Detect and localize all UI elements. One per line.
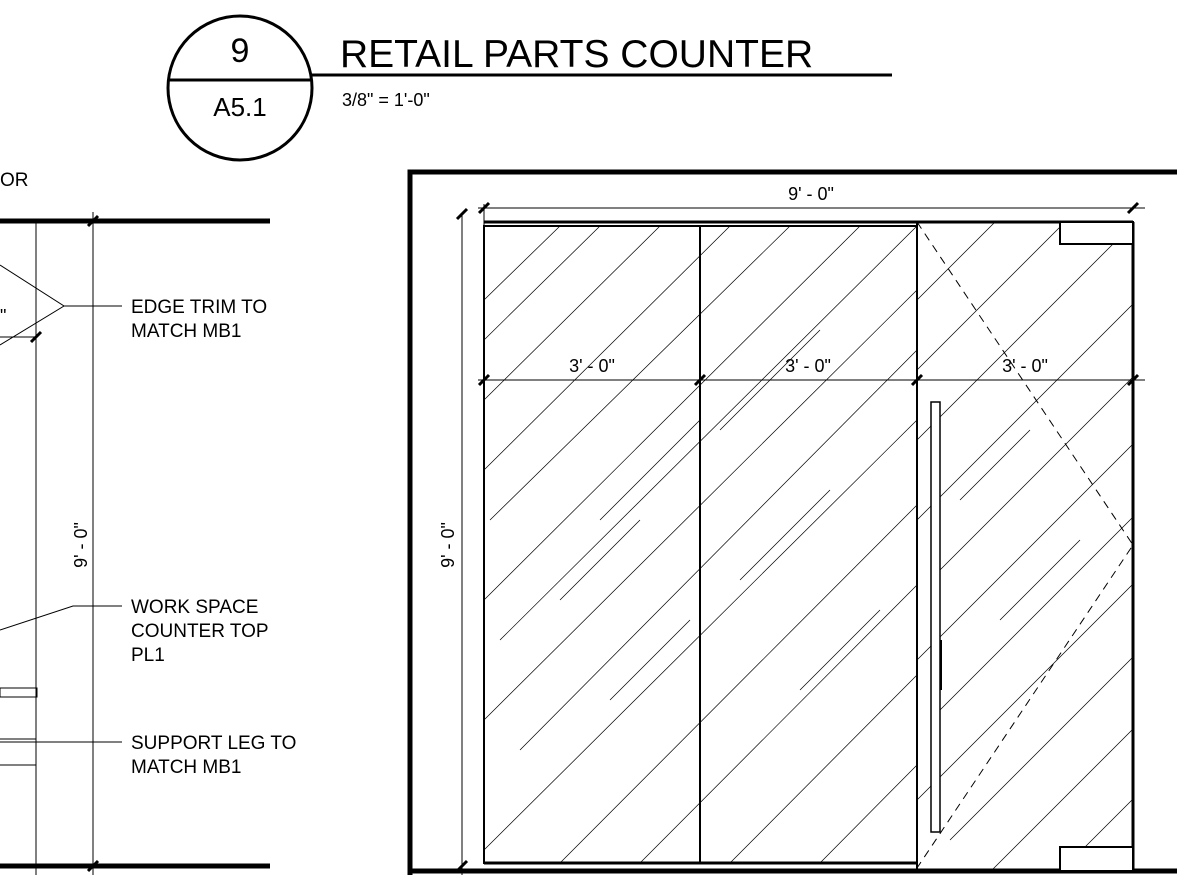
door-swing bbox=[916, 221, 1134, 869]
detail-number: 9 bbox=[231, 32, 250, 70]
counter-top bbox=[0, 687, 38, 698]
right-elevation-view: 9' - 0" 9' - 0" 3' - 0" 3' - 0" 3' - 0" bbox=[407, 169, 1177, 875]
callout-edge-trim-line-1: EDGE TRIM TO bbox=[131, 297, 267, 318]
glass-panel bbox=[699, 225, 918, 864]
cut-dimension: " bbox=[0, 306, 6, 326]
right-height-dimension: 9' - 0" bbox=[438, 522, 458, 568]
overall-width-dimension: 9' - 0" bbox=[788, 184, 834, 204]
left-height-dimension: 9' - 0" bbox=[71, 522, 91, 568]
callout-support-leg-line-2: MATCH MB1 bbox=[131, 757, 241, 778]
callout-support-leg-line-1: SUPPORT LEG TO bbox=[131, 733, 296, 754]
callout-work-space-line-1: WORK SPACE bbox=[131, 597, 258, 618]
opening-outline bbox=[407, 169, 1177, 875]
drawing-scale: 3/8" = 1'-0" bbox=[342, 90, 430, 110]
sheet-number: A5.1 bbox=[213, 92, 267, 122]
door-pull-handle bbox=[930, 401, 941, 833]
detail-bubble bbox=[166, 14, 314, 162]
top-patch-fitting bbox=[1059, 221, 1134, 245]
dimension-tick bbox=[455, 201, 1140, 873]
panel-width-dimension-1: 3' - 0" bbox=[569, 356, 615, 376]
callout-edge-trim-line-2: MATCH MB1 bbox=[131, 321, 241, 342]
panel-width-dimension-2: 3' - 0" bbox=[785, 356, 831, 376]
drawing-title: RETAIL PARTS COUNTER bbox=[340, 33, 813, 76]
callout-work-space-line-3: PL1 bbox=[131, 645, 165, 666]
glass-hatch bbox=[484, 226, 917, 863]
title-block: 9 A5.1 RETAIL PARTS COUNTER 3/8" = 1'-0" bbox=[166, 14, 892, 162]
callout-work-space-line-2: COUNTER TOP bbox=[131, 621, 269, 642]
edge-trim-leader bbox=[0, 264, 65, 346]
counter-top-leader bbox=[0, 605, 122, 631]
bottom-patch-fitting bbox=[1059, 846, 1134, 872]
left-section-view: OR 9' - 0" " EDGE TRIM TO MATCH MB1 WORK… bbox=[0, 170, 296, 875]
glass-hatch bbox=[917, 221, 1133, 872]
panel-width-dimension-3: 3' - 0" bbox=[1002, 356, 1048, 376]
cut-label: OR bbox=[0, 170, 29, 191]
glass-panel bbox=[483, 225, 701, 864]
